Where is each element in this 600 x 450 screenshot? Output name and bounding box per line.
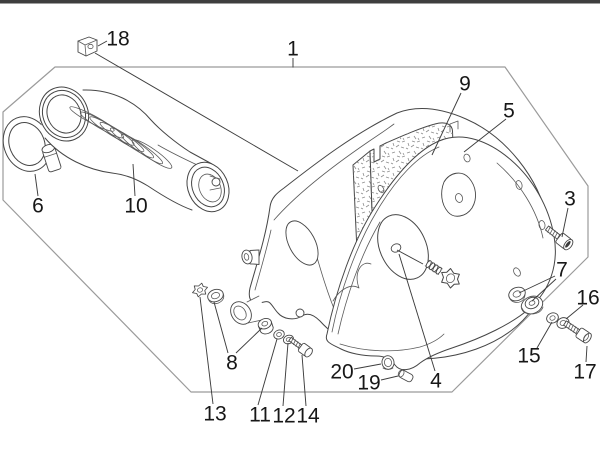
callout-12-leader (282, 342, 289, 407)
callout-1-label: 1 (287, 38, 299, 61)
callout-4-label: 4 (430, 370, 442, 393)
cover-rim-line-1 (331, 146, 440, 333)
cover-teardrop-tab (441, 172, 476, 217)
callout-14-leader (301, 354, 307, 407)
callout-16-label: 16 (576, 287, 599, 310)
washer-11 (273, 329, 285, 340)
cover-screw-holes (377, 153, 546, 277)
callout-17-leader (585, 345, 588, 363)
cover-rim-line-2 (337, 221, 381, 335)
cover-center-recess (377, 214, 429, 280)
cover-center-hole (390, 243, 402, 253)
callout-16-leader (565, 304, 584, 320)
callout-17-label: 17 (573, 361, 596, 384)
backplate-lobe-hole (295, 308, 305, 318)
callout-18-label: 18 (106, 28, 129, 51)
callout-9-leader (431, 92, 462, 156)
callout-13-leader (199, 296, 214, 405)
cover-bottom-wave (339, 333, 445, 352)
callout-7-leader (518, 275, 556, 294)
callout-5-leader (463, 118, 507, 153)
pin-19 (397, 369, 414, 383)
callout-10-label: 10 (124, 195, 147, 218)
callout-15-leader (536, 321, 553, 349)
hose-bottom-edge (44, 137, 193, 211)
callout-19-leader (380, 375, 399, 381)
callout-14-label: 14 (296, 405, 320, 428)
backplate-left-boss (241, 249, 260, 265)
callout-20-label: 20 (330, 361, 353, 384)
cover-tab-hole (455, 193, 463, 203)
bushings-7 (508, 286, 544, 315)
callout-10-leader (132, 163, 136, 197)
foam-top-tab (449, 120, 459, 133)
callout-18-leader (97, 40, 108, 47)
screw-3 (545, 225, 574, 251)
callout-5-label: 5 (503, 100, 515, 123)
callout-15-label: 15 (517, 345, 540, 368)
callout-20-leader (353, 363, 382, 370)
bolt-17 (563, 320, 592, 344)
washer-15 (546, 312, 559, 324)
screenshot-top-edge-bar (0, 0, 600, 4)
star-washer-13 (192, 282, 208, 298)
backplate-inner-rim (273, 123, 395, 221)
callout-7-label: 7 (556, 259, 568, 282)
callout-8-label: 8 (226, 352, 238, 375)
callout-6-leader (34, 173, 39, 197)
bushing-7b (520, 295, 544, 315)
callout-11-leader (257, 338, 278, 406)
hose-corrugations (69, 106, 173, 169)
hose-end-ring (186, 161, 230, 213)
callout-12-label: 12 (272, 405, 295, 428)
cover-right-inner-edge (496, 162, 544, 239)
knurled-knob (441, 268, 460, 289)
callout-9-label: 9 (459, 73, 471, 96)
callout-8-leader (213, 301, 229, 354)
callout-3-label: 3 (564, 188, 576, 211)
airbox-cover (325, 136, 556, 371)
knob-screw-4 (424, 259, 460, 289)
intake-hose-elbow (38, 86, 230, 213)
spacer-8b (257, 318, 274, 335)
bolt-14 (288, 336, 313, 358)
callout-11-label: 11 (249, 404, 271, 427)
backplate-left-contour (254, 229, 272, 291)
callout-8-leader-1 (235, 327, 263, 354)
cover-interior-squiggle (332, 262, 372, 302)
nut-20 (381, 355, 395, 370)
callout-4-leader-1 (396, 249, 424, 265)
clamp-worm-screw (41, 144, 62, 173)
callout-3-leader (561, 207, 569, 238)
callout-4-leader (398, 253, 436, 372)
callout-7-leader-1 (531, 278, 557, 302)
callout-13-label: 13 (203, 403, 226, 426)
backplate-oval-hole (285, 220, 319, 266)
backplate-bottom-boss (230, 295, 266, 325)
bushing-7a (508, 286, 526, 303)
callout-19-label: 19 (357, 372, 380, 395)
hose-top-edge (82, 89, 213, 165)
callout-6-label: 6 (32, 195, 44, 218)
bushing-8 (207, 288, 225, 305)
callout-18-leader-1 (94, 52, 299, 172)
clip-18 (77, 36, 98, 57)
